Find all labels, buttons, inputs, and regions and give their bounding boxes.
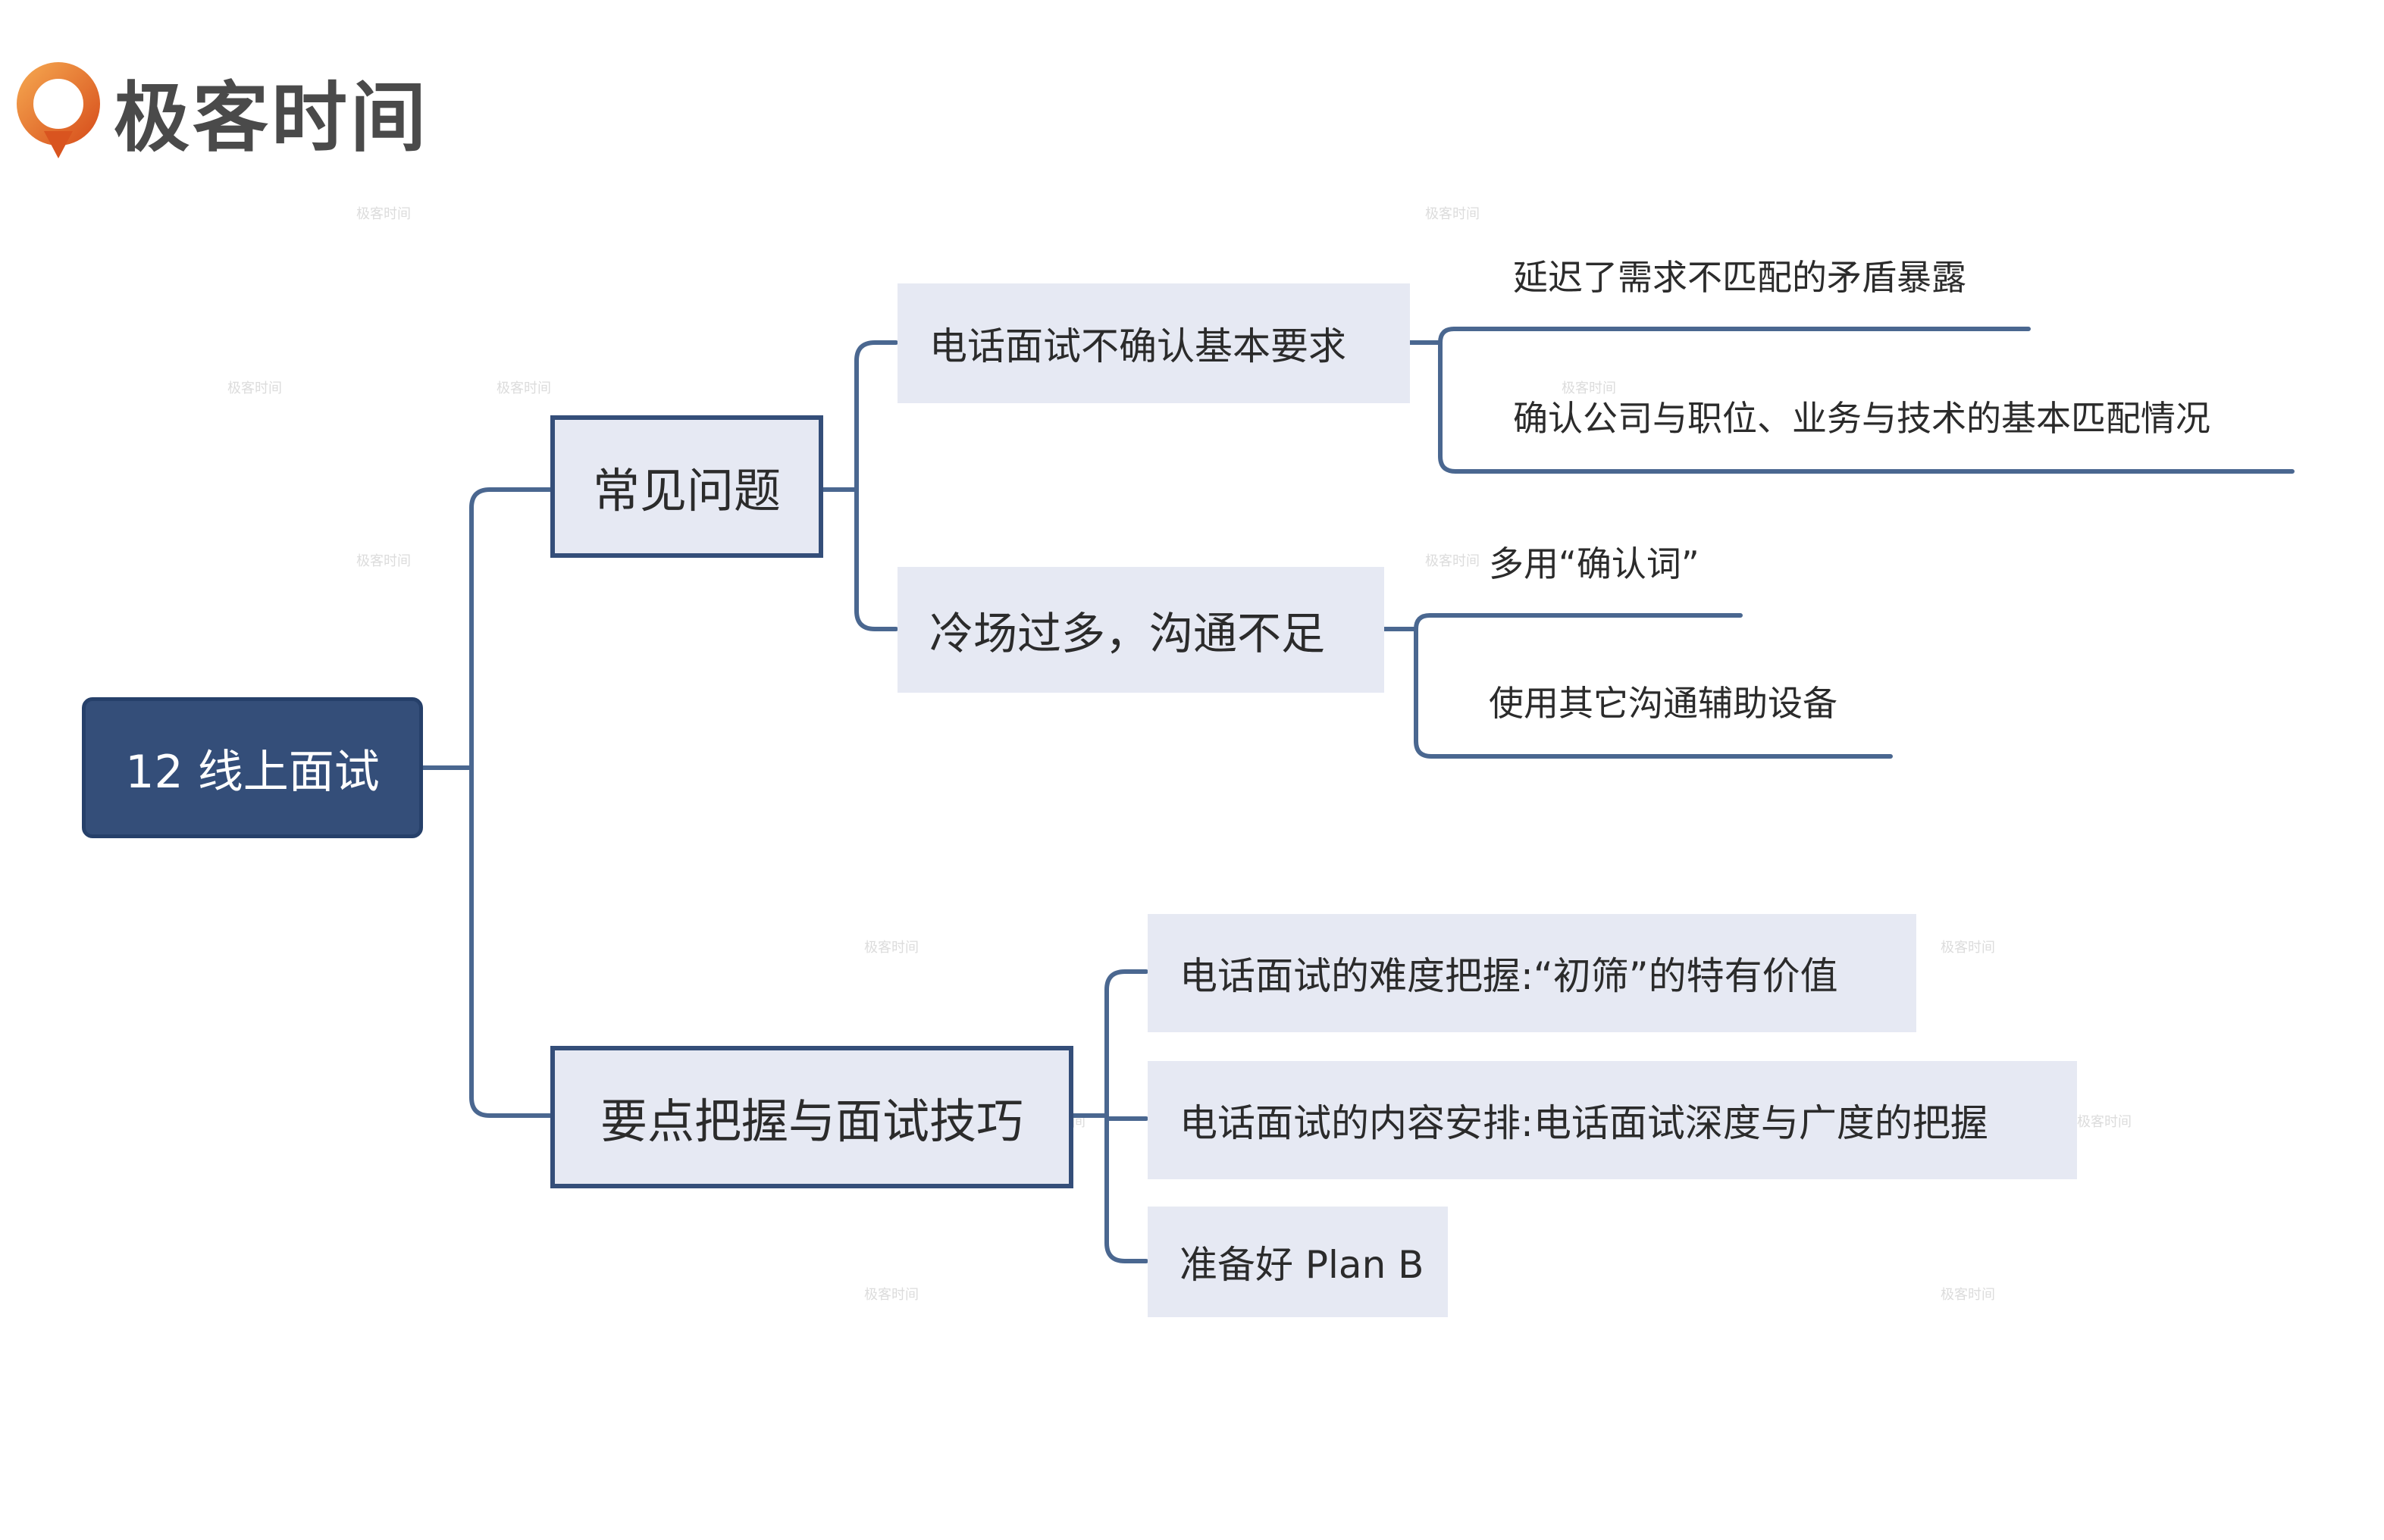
branch-label: 常见问题 (592, 463, 781, 518)
watermark: 极客时间 (2077, 1114, 2132, 1130)
subnode-difficulty[interactable]: 电话面试的难度把握:“初筛”的特有价值 (1148, 914, 1916, 1032)
watermark: 极客时间 (1941, 1287, 1995, 1303)
leaf-text: 延迟了需求不匹配的矛盾暴露 (1513, 257, 1966, 298)
connector-node2-leaves (1382, 613, 1893, 759)
subnode-label: 冷场过多，沟通不足 (929, 608, 1326, 659)
watermark: 极客时间 (1425, 553, 1480, 569)
watermark: 极客时间 (356, 553, 411, 569)
leaf-text: 多用“确认词” (1489, 543, 1700, 584)
connector-branch2-children (1071, 969, 1148, 1263)
subnode-label: 电话面试不确认基本要求 (929, 324, 1346, 368)
subnode-label: 电话面试的内容安排:电话面试深度与广度的把握 (1179, 1101, 1988, 1145)
mindmap-root-node[interactable]: 12 线上面试 (82, 697, 423, 838)
branch-label: 要点把握与面试技巧 (600, 1094, 1023, 1149)
subnode-too-much-silence[interactable]: 冷场过多，沟通不足 (898, 567, 1384, 693)
watermark: 极客时间 (864, 940, 919, 956)
subnode-label: 电话面试的难度把握:“初筛”的特有价值 (1179, 954, 1838, 998)
watermark: 极客时间 (1941, 940, 1995, 956)
watermark: 极客时间 (864, 1287, 919, 1303)
watermark: 极客时间 (1562, 380, 1616, 396)
branch-node-common-issues[interactable]: 常见问题 (550, 415, 823, 558)
connector-root-branches (421, 487, 554, 1118)
subnode-no-basic-confirmation[interactable]: 电话面试不确认基本要求 (898, 283, 1410, 403)
leaf-text: 确认公司与职位、业务与技术的基本匹配情况 (1513, 398, 2210, 439)
watermark: 极客时间 (227, 380, 282, 396)
leaf-text: 使用其它沟通辅助设备 (1489, 683, 1837, 724)
watermark: 极客时间 (356, 206, 411, 222)
geektime-logo-icon (17, 61, 100, 158)
brand-name: 极客时间 (114, 74, 429, 162)
root-label: 12 线上面试 (125, 745, 380, 799)
watermark: 极客时间 (1425, 206, 1480, 222)
subnode-content-arrangement[interactable]: 电话面试的内容安排:电话面试深度与广度的把握 (1148, 1061, 2077, 1179)
brand-logo: 极客时间 (14, 56, 429, 166)
subnode-label: 准备好 Plan B (1179, 1243, 1424, 1287)
subnode-plan-b[interactable]: 准备好 Plan B (1148, 1207, 1448, 1317)
connector-node1-leaves (1408, 327, 2295, 474)
branch-node-key-points[interactable]: 要点把握与面试技巧 (550, 1046, 1073, 1188)
connector-branch1-children (821, 340, 898, 631)
watermark: 极客时间 (497, 380, 551, 396)
